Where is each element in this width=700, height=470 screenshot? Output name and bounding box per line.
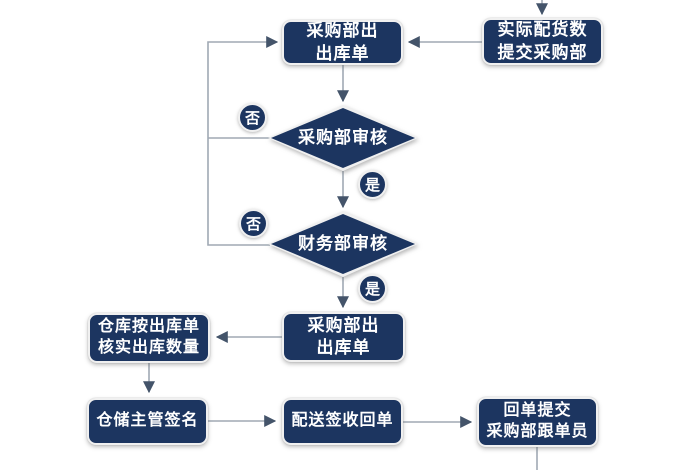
node-warehouse-manager-sign: 仓储主管签名 bbox=[87, 398, 208, 445]
node-receipt-submit: 回单提交 采购部跟单员 bbox=[477, 397, 598, 447]
node-delivery-sign-receipt: 配送签收回单 bbox=[282, 398, 403, 445]
edge-label-purchase-review-no-text: 否 bbox=[244, 110, 260, 127]
node-warehouse-verify: 仓库按出库单 核实出库数量 bbox=[88, 313, 210, 363]
edge-label-purchase-review-yes-text: 是 bbox=[364, 177, 380, 194]
edge-label-finance-review-no: 否 bbox=[239, 209, 268, 238]
node-finance-review: 财务部审核 bbox=[268, 211, 418, 277]
node-purchase-review-label: 采购部审核 bbox=[298, 127, 388, 147]
edge-label-finance-review-yes: 是 bbox=[358, 274, 387, 303]
node-actual-delivery-label: 实际配货数 提交采购部 bbox=[497, 20, 588, 62]
edge-label-purchase-review-yes: 是 bbox=[358, 170, 387, 199]
node-receipt-submit-label: 回单提交 采购部跟单员 bbox=[486, 402, 589, 440]
node-warehouse-manager-sign-label: 仓储主管签名 bbox=[96, 412, 199, 430]
node-purchase-issue-bottom: 采购部出 出库单 bbox=[282, 312, 405, 362]
node-purchase-issue-top-label: 采购部出 出库单 bbox=[306, 21, 379, 63]
node-delivery-sign-receipt-label: 配送签收回单 bbox=[291, 412, 394, 430]
node-actual-delivery: 实际配货数 提交采购部 bbox=[482, 18, 603, 65]
edge-label-purchase-review-no: 否 bbox=[238, 103, 267, 132]
node-purchase-review: 采购部审核 bbox=[268, 105, 418, 171]
edge-label-finance-review-yes-text: 是 bbox=[364, 281, 380, 298]
node-finance-review-label: 财务部审核 bbox=[298, 233, 388, 253]
edge-label-finance-review-no-text: 否 bbox=[245, 216, 261, 233]
node-warehouse-verify-label: 仓库按出库单 核实出库数量 bbox=[97, 318, 200, 356]
node-purchase-issue-bottom-label: 采购部出 出库单 bbox=[307, 315, 380, 357]
node-purchase-issue-top: 采购部出 出库单 bbox=[282, 20, 403, 65]
